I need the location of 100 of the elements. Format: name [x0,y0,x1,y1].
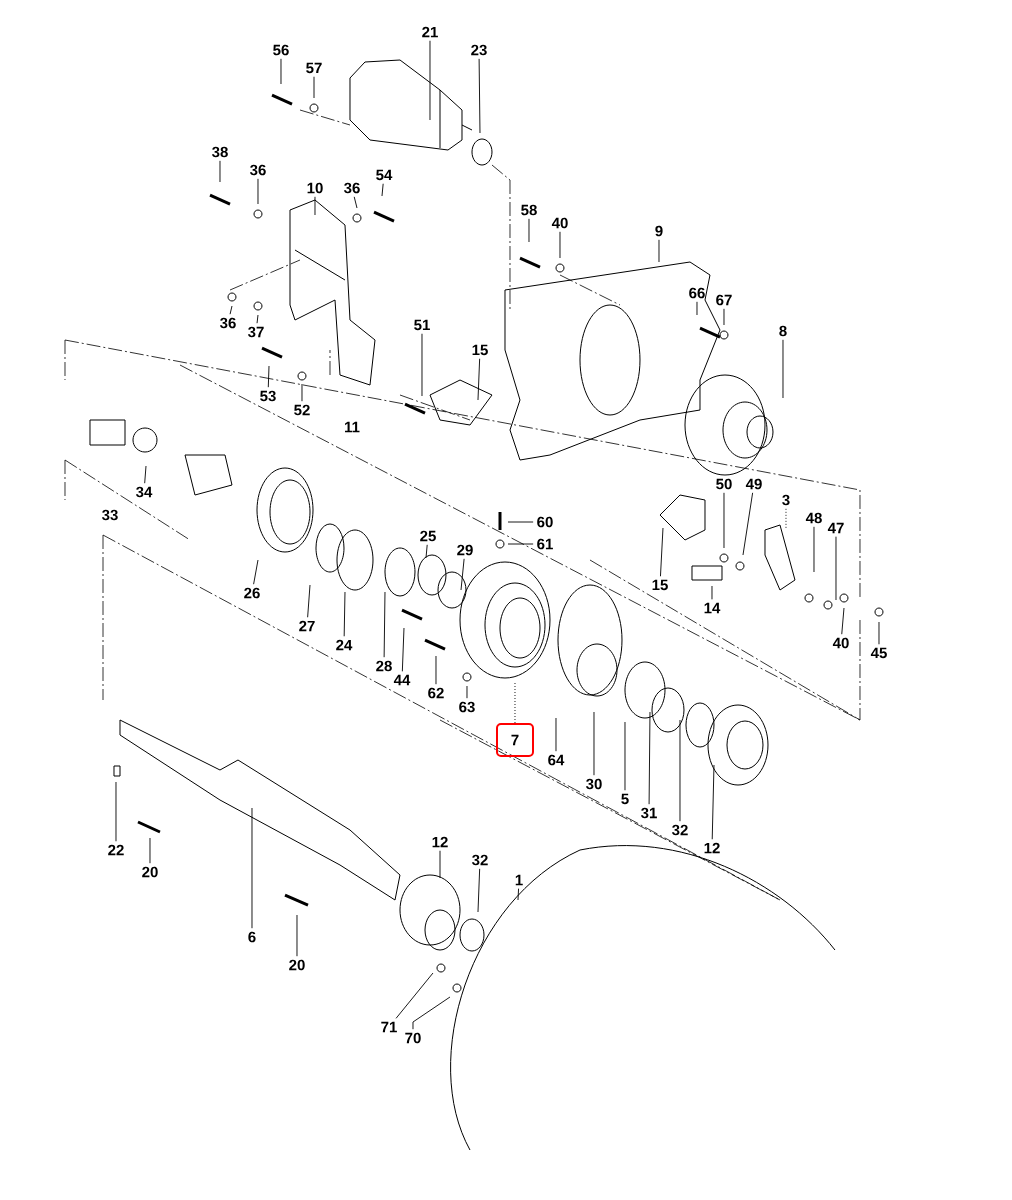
leader-line [679,719,681,822]
leader-line [381,183,384,197]
callout-number: 20 [289,959,305,971]
callout-number: 15 [652,579,668,591]
callout-number: 58 [521,204,537,216]
leader-line [296,914,298,957]
leader-line [343,591,346,637]
leader-line [555,717,557,752]
callout-number: 28 [376,660,392,672]
callout-number: 33 [102,509,118,521]
leader-line [711,585,713,600]
callout-number: 53 [260,390,276,402]
leader-line [412,996,451,1030]
leader-line [460,558,465,591]
leader-line [353,196,358,209]
leader-line [395,972,434,1019]
leader-line [742,492,754,556]
leader-line [658,239,660,263]
callout-number: 34 [136,486,153,498]
callout-number: 10 [307,182,323,194]
leader-line [307,584,311,618]
callout-number: 64 [548,754,565,766]
leader-line [253,559,259,585]
highlighted-callout-number: 7 [496,723,534,757]
leader-line [528,218,530,243]
callout-number: 40 [832,637,849,649]
callout-number: 66 [689,287,705,299]
callout-number: 23 [471,44,487,56]
leader-line [841,607,845,635]
callout-number: 14 [704,602,721,614]
callout-number: 67 [716,294,732,306]
callout-number: 62 [428,687,444,699]
callout-number: 49 [745,478,762,490]
leader-line [648,711,651,805]
leader-line [723,492,725,549]
callout-number: 12 [704,842,720,854]
leader-line [711,764,715,840]
leader-line [144,465,147,484]
leader-line [251,807,253,929]
callout-number: 50 [716,478,732,490]
leader-line [401,627,405,672]
callout-number: 22 [108,844,124,856]
callout-number: 8 [779,325,787,337]
leader-line [514,681,516,724]
leader-line [507,543,534,545]
leader-line [559,231,561,259]
leader-line [696,301,698,316]
callout-number: 11 [345,421,360,433]
leader-line [439,850,441,879]
callout-number: 31 [641,807,657,819]
callout-number: 9 [655,225,663,237]
leader-line [280,58,282,85]
callout-number: 15 [472,344,488,356]
callout-number: 44 [393,674,411,686]
leader-line [593,711,595,776]
callout-number: 54 [376,169,393,181]
callout-number: 51 [414,319,430,331]
callout-number: 29 [457,544,473,556]
callout-number: 26 [244,587,260,599]
leader-line [878,621,880,645]
callout-number: 6 [248,931,256,943]
callout-number: 71 [381,1021,397,1033]
leader-line [835,536,837,601]
callout-number: 1 [515,874,523,886]
leader-line [466,685,468,699]
leader-line [256,314,259,324]
callout-number: 3 [782,494,790,506]
callout-number: 45 [870,647,887,659]
callout-number: 27 [299,620,315,632]
callout-number: 63 [459,701,475,713]
callout-number: 61 [537,538,553,550]
leader-line [477,358,481,401]
leader-line [782,339,784,399]
leader-line [257,178,259,205]
leader-line [723,308,725,326]
leader-line [383,591,386,658]
callout-number: 37 [248,326,264,338]
callout-number: 20 [142,866,158,878]
callout-number: 52 [294,404,310,416]
leader-line [660,527,664,577]
callout-number: 56 [273,44,289,56]
callout-number: 48 [805,512,822,524]
callout-number: 25 [420,530,436,542]
callout-number: 32 [472,854,488,866]
leader-line [517,888,520,901]
leader-line [421,333,423,397]
leader-line [813,526,815,573]
callout-number: 47 [827,522,844,534]
callout-number: 21 [422,26,438,38]
callout-number: 36 [344,182,360,194]
leader-line [313,76,315,99]
callout-number: 30 [586,778,602,790]
leader-line [785,508,787,529]
leader-line [267,365,270,388]
leader-line [301,383,303,402]
leader-line [425,544,428,559]
callout-number: 5 [621,793,629,805]
callout-number: 36 [220,317,236,329]
callout-number: 57 [306,62,322,74]
callout-number: 36 [250,164,266,176]
